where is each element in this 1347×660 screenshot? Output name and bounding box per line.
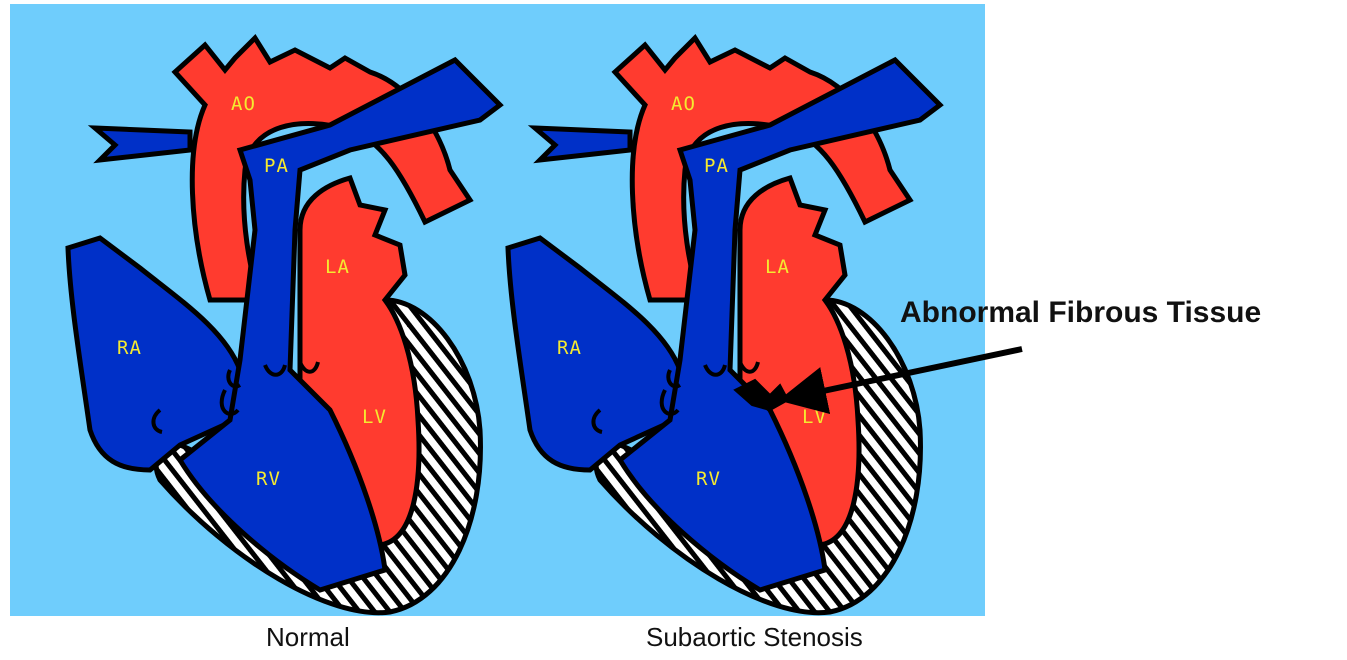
label-lv: LV (362, 406, 387, 428)
label-la: LA (325, 256, 350, 278)
label-ao: AO (671, 93, 696, 115)
label-rv: RV (696, 468, 721, 490)
label-lv: LV (802, 406, 827, 428)
label-la: LA (765, 256, 790, 278)
label-ra: RA (557, 337, 582, 359)
label-rv: RV (256, 468, 281, 490)
label-ra: RA (117, 337, 142, 359)
label-pa: PA (264, 155, 289, 177)
annotation-label: Abnormal Fibrous Tissue (900, 296, 1261, 330)
caption-subaortic-stenosis: Subaortic Stenosis (646, 622, 863, 653)
label-ao: AO (231, 93, 256, 115)
label-pa: PA (704, 155, 729, 177)
caption-normal: Normal (266, 622, 350, 653)
